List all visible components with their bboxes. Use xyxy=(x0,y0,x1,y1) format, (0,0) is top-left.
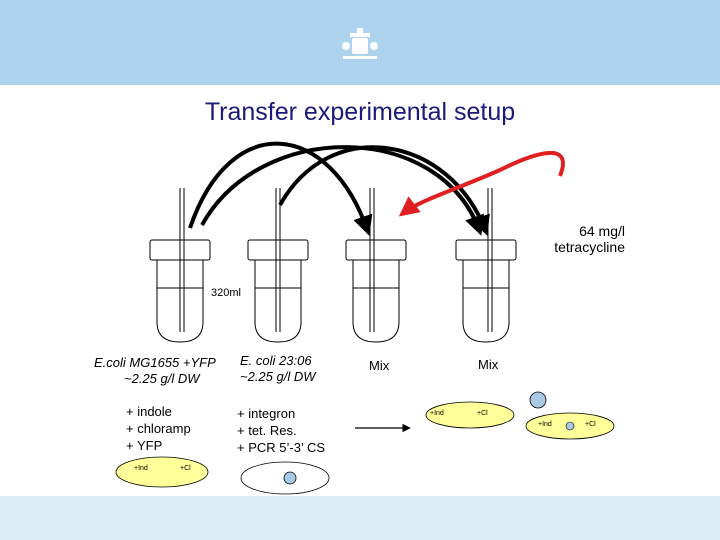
recipient-strain-label: E. coli 23:06 ~2.25 g/l DW xyxy=(240,353,316,384)
mix-cell-1 xyxy=(425,401,515,429)
mix1-cl-tag: +Cl xyxy=(477,410,488,417)
page-title: Transfer experimental setup xyxy=(204,98,516,126)
mix-cell-2-plasmid xyxy=(565,421,575,431)
red-arrow-tetracycline xyxy=(398,151,565,217)
mix-label-2: Mix xyxy=(478,357,499,372)
donor-strain-label: E.coli MG1655 +YFP ~2.25 g/l DW xyxy=(94,355,216,386)
mix2-cl-tag: +Cl xyxy=(585,421,596,428)
recipient-plasmid xyxy=(283,471,297,485)
bottle-1 xyxy=(149,188,211,343)
volume-label: 320ml xyxy=(211,287,241,299)
bottle-3 xyxy=(345,188,407,343)
arrow-1-to-3 xyxy=(188,141,373,236)
donor-ind-tag: +Ind xyxy=(134,465,148,472)
coat-of-arms-icon xyxy=(342,28,378,59)
mix-label-1: Mix xyxy=(369,358,390,373)
recipient-traits: + integron + tet. Res. + PCR 5’-3’ CS xyxy=(237,406,326,455)
mix2-ind-tag: +Ind xyxy=(538,421,552,428)
mix-plasmid-free xyxy=(529,391,547,409)
footer-band xyxy=(0,496,720,540)
arrow-1-to-4 xyxy=(200,145,485,236)
bottle-4 xyxy=(455,188,517,343)
tetracycline-label: 64 mg/l tetracycline xyxy=(554,223,625,255)
donor-cell xyxy=(115,456,209,488)
donor-cl-tag: +Cl xyxy=(180,465,191,472)
mix1-ind-tag: +Ind xyxy=(430,410,444,417)
bottle-2 xyxy=(247,188,309,343)
arrow-2-to-4 xyxy=(278,145,490,236)
donor-traits: + indole + chloramp + YFP xyxy=(126,404,191,453)
